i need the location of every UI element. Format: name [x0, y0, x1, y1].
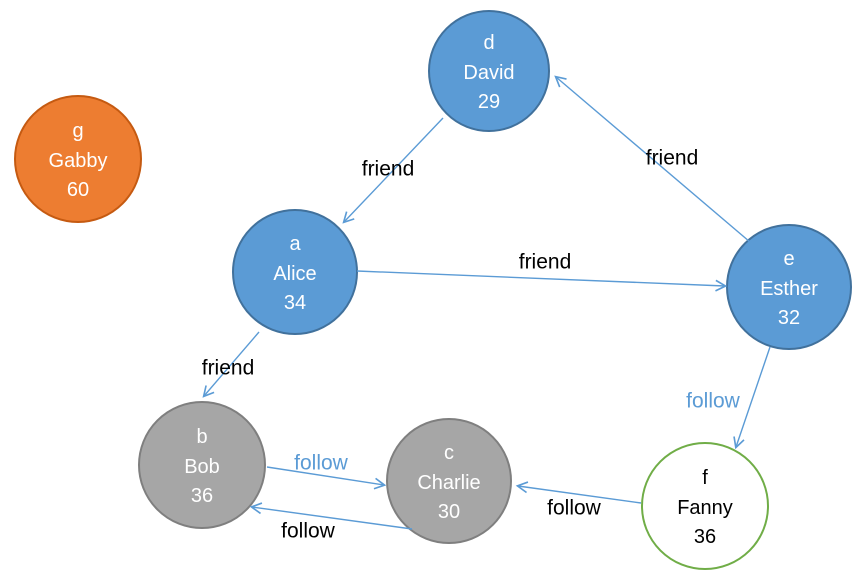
node-circle-b[interactable]	[138, 401, 266, 529]
node-circle-f[interactable]	[641, 442, 769, 570]
edge-c-b: follow	[249, 502, 413, 543]
node-age-g: 60	[67, 179, 89, 201]
edge-line-b-c	[266, 466, 387, 490]
edge-label-d-a: friend	[362, 158, 415, 181]
node-letter-a: a	[289, 233, 301, 255]
edge-a-e: friend	[356, 251, 728, 292]
edge-label-e-f: follow	[686, 390, 741, 413]
node-circle-a[interactable]	[232, 209, 358, 335]
node-name-b: Bob	[184, 456, 220, 478]
edge-line-e-d	[554, 75, 751, 243]
edge-e-d: friend	[554, 75, 751, 243]
edge-e-f: follow	[686, 346, 771, 450]
node-age-a: 34	[284, 292, 306, 314]
node-age-f: 36	[694, 526, 716, 548]
edge-label-f-c: follow	[547, 497, 602, 520]
node-circle-d[interactable]	[428, 10, 550, 132]
node-age-e: 32	[778, 307, 800, 329]
edge-label-c-b: follow	[281, 520, 336, 543]
edge-line-a-e	[356, 270, 728, 292]
edge-line-e-f	[733, 346, 771, 450]
edge-label-a-b: friend	[202, 357, 255, 380]
node-name-f: Fanny	[677, 497, 733, 519]
node-name-g: Gabby	[49, 150, 108, 172]
edge-a-b: friend	[202, 331, 260, 398]
edge-label-e-d: friend	[646, 147, 699, 170]
edge-line-d-a	[342, 117, 444, 224]
node-letter-e: e	[783, 248, 794, 270]
node-name-d: David	[463, 62, 514, 84]
node-letter-g: g	[72, 120, 83, 142]
node-letter-f: f	[702, 467, 708, 489]
node-age-b: 36	[191, 485, 213, 507]
edge-label-b-c: follow	[294, 452, 349, 475]
edge-label-a-e: friend	[519, 251, 572, 274]
edge-line-f-c	[515, 481, 642, 504]
node-age-d: 29	[478, 91, 500, 113]
node-letter-c: c	[444, 442, 454, 464]
edge-line-a-b	[202, 331, 260, 398]
node-name-a: Alice	[273, 263, 316, 285]
node-age-c: 30	[438, 501, 460, 523]
node-letter-b: b	[196, 426, 207, 448]
node-name-e: Esther	[760, 278, 818, 300]
edge-line-c-b	[249, 502, 413, 530]
node-name-c: Charlie	[417, 472, 480, 494]
edge-f-c: follow	[515, 481, 642, 520]
edge-d-a: friend	[342, 117, 444, 224]
node-circle-c[interactable]	[386, 418, 512, 544]
node-letter-d: d	[483, 32, 494, 54]
node-circle-g[interactable]	[14, 95, 142, 223]
edge-b-c: follow	[266, 452, 387, 490]
